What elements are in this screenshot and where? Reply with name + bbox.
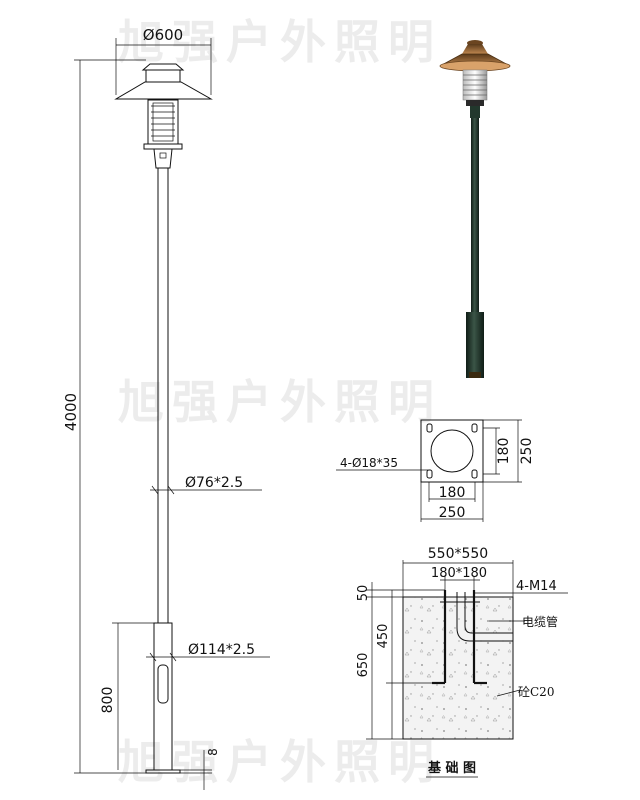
anchor-bolts-label: 4-M14 <box>516 579 557 594</box>
pole-upper <box>157 167 169 624</box>
holes-label: 4-Ø18*35 <box>340 456 398 470</box>
total-height-label: 4000 <box>62 393 80 431</box>
bolt-spacing-label: 180*180 <box>431 566 487 581</box>
footprint-label: 550*550 <box>428 546 488 562</box>
concrete-leader <box>496 689 521 697</box>
cable-conduit <box>456 592 513 642</box>
plate-center-hole <box>430 429 474 473</box>
pole-lower <box>153 622 173 771</box>
plate-width-h-label: 250 <box>439 505 466 521</box>
hole-spacing-v-label: 180 <box>496 438 512 465</box>
foundation-section: 550*550 180*180 4-M14 50 450 650 电缆管 砼C2… <box>356 546 568 778</box>
render-top-cap <box>462 44 488 54</box>
lamp-cap-body <box>145 69 181 83</box>
access-door <box>157 664 169 704</box>
lamp-hood <box>114 81 213 100</box>
lamp-cap <box>141 63 185 71</box>
plate-hole-tl <box>426 423 433 433</box>
depth-total-label: 650 <box>356 653 371 678</box>
render-pole-upper <box>471 118 479 314</box>
lower-height-label: 800 <box>100 687 116 714</box>
head-diameter-label: Ø600 <box>143 26 183 44</box>
hole-spacing-h-label: 180 <box>439 485 466 501</box>
plate-hole-br <box>471 469 478 479</box>
pole-lower-label: Ø114*2.5 <box>188 642 255 658</box>
lamp-render <box>439 40 511 378</box>
concrete-label: 砼C20 <box>518 685 554 699</box>
lamp-diffuser <box>147 99 179 145</box>
depth-mid-label: 450 <box>376 624 391 649</box>
plate-thickness-label: 8 <box>206 748 220 756</box>
lamp-head <box>114 63 213 169</box>
pole-upper-label: Ø76*2.5 <box>185 475 243 491</box>
lamp-elevation: Ø600 4000 <box>62 26 270 790</box>
base-plate-plan: 4-Ø18*35 180 250 180 250 <box>336 419 535 522</box>
base-plate <box>145 769 181 774</box>
foundation-title: 基 础 图 <box>427 760 476 776</box>
concrete-block <box>402 596 514 740</box>
depth-top-label: 50 <box>356 585 371 602</box>
plate-width-v-label: 250 <box>519 438 535 465</box>
conduit-label: 电缆管 <box>522 614 558 629</box>
plate-hole-bl <box>426 469 433 479</box>
lamp-neck <box>153 148 173 169</box>
lamp-base-ring <box>143 143 183 150</box>
plate-hole-tr <box>471 423 478 433</box>
plate-outline <box>420 419 484 483</box>
render-pole-lower <box>466 312 484 378</box>
